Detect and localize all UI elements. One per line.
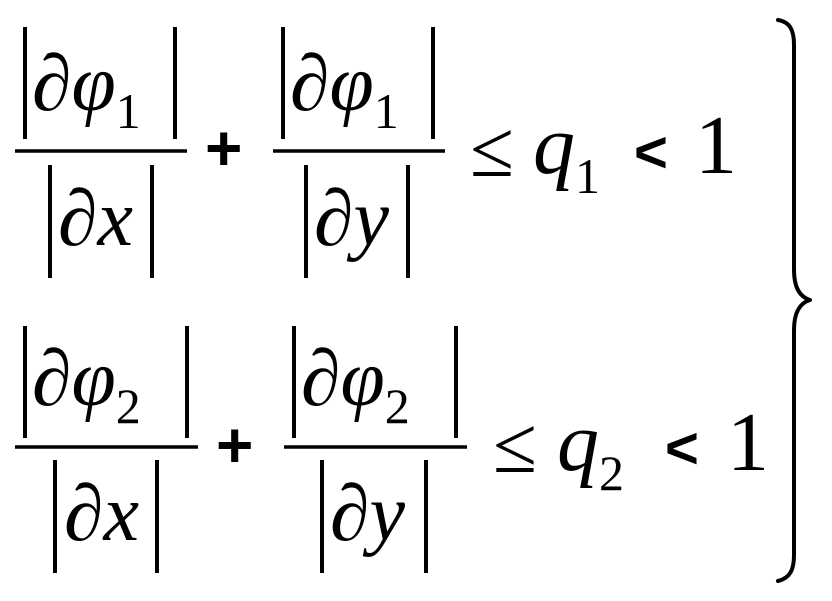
subscript: 2 — [116, 378, 141, 434]
inequality-line-1: ∂φ1 ∂x + ∂φ1 ∂y ≤ q1 < 1 — [15, 27, 737, 278]
denominator: ∂y — [314, 175, 390, 263]
plus-operator: + — [216, 409, 253, 481]
numerator: ∂φ1 — [32, 40, 141, 139]
less-equal-sign: ≤ — [493, 402, 537, 490]
less-than-sign: < — [665, 416, 699, 481]
bound-variable: q1 — [533, 99, 600, 204]
subscript: 1 — [374, 83, 399, 139]
denominator: ∂x — [58, 175, 133, 263]
plus-operator: + — [205, 112, 242, 184]
rhs-value: 1 — [727, 396, 769, 489]
subscript: 2 — [599, 445, 624, 501]
fraction-term-2-line-1: ∂φ1 ∂y — [273, 27, 445, 278]
numerator: ∂φ2 — [301, 335, 410, 434]
denominator: ∂x — [64, 470, 139, 558]
subscript: 1 — [575, 148, 600, 204]
fraction-term-2-line-2: ∂φ2 ∂y — [284, 326, 467, 573]
rhs-value: 1 — [695, 99, 737, 192]
numerator: ∂φ1 — [290, 40, 399, 139]
denominator: ∂y — [330, 470, 406, 558]
subscript: 2 — [385, 378, 410, 434]
less-equal-sign: ≤ — [470, 106, 514, 194]
fraction-term-1-line-2: ∂φ2 ∂x — [15, 326, 198, 573]
right-brace — [776, 18, 812, 583]
inequality-line-2: ∂φ2 ∂x + ∂φ2 ∂y ≤ q2 < 1 — [15, 326, 769, 573]
numerator: ∂φ2 — [32, 335, 141, 434]
less-than-sign: < — [634, 120, 668, 185]
fraction-term-1-line-1: ∂φ1 ∂x — [15, 27, 187, 278]
subscript: 1 — [116, 83, 141, 139]
bound-variable: q2 — [557, 396, 624, 501]
